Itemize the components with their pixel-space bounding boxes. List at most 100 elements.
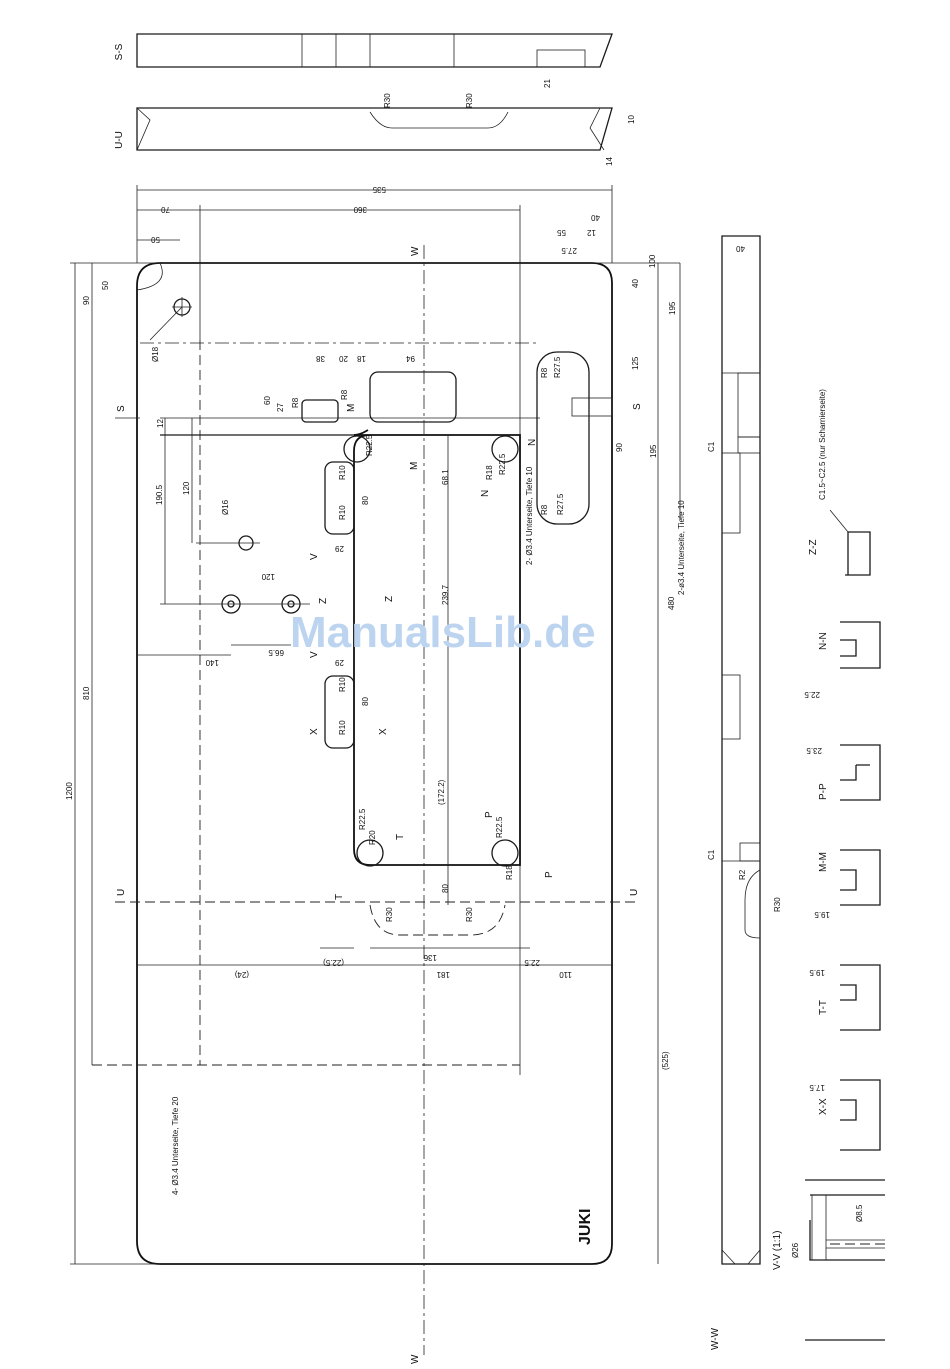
dim-80a: 80 xyxy=(361,496,370,505)
section-p-p: P-P 23.5 xyxy=(806,744,881,801)
marker-x-a: X xyxy=(309,728,320,735)
dim-190-5: 190.5 xyxy=(155,484,164,505)
section-m-m: M-M 19.5 xyxy=(814,849,881,919)
marker-u-left: U xyxy=(116,889,127,896)
dim-d18: Ø18 xyxy=(151,346,160,362)
dim-27: 27 xyxy=(276,403,285,412)
dim-r27-5a: R27.5 xyxy=(553,356,562,378)
dim-r30-plan-b: R30 xyxy=(465,907,474,922)
dim-18b: 18 xyxy=(357,354,366,363)
dim-172-2: (172.2) xyxy=(437,779,446,805)
dim-r30-plan-a: R30 xyxy=(385,907,394,922)
dim-r2-ww: R2 xyxy=(738,869,747,880)
dim-17-5-xx: 17.5 xyxy=(809,1083,825,1092)
dim-360: 360 xyxy=(353,205,367,214)
dim-r30-ww: R30 xyxy=(773,897,782,912)
table-top-plan: 535 360 70 50 1200 810 90 50 Ø18 xyxy=(65,185,686,1355)
dim-40a: 40 xyxy=(631,279,640,288)
dim-r10a: R10 xyxy=(338,465,347,480)
label-t-t: T-T xyxy=(818,1000,829,1015)
marker-n-a: N xyxy=(527,439,538,446)
dim-r8b: R8 xyxy=(340,389,349,400)
dim-r10d: R10 xyxy=(338,720,347,735)
dim-80b: 80 xyxy=(361,697,370,706)
dim-1200: 1200 xyxy=(65,782,74,800)
dim-70: 70 xyxy=(161,205,170,214)
dim-50a: 50 xyxy=(151,235,160,244)
dim-r22-5d: R22.5 xyxy=(365,434,374,456)
dim-80c: 80 xyxy=(441,884,450,893)
marker-t-b: T xyxy=(334,894,345,900)
marker-z-b: Z xyxy=(384,596,395,602)
marker-u-right: U xyxy=(629,889,640,896)
marker-p-a: P xyxy=(484,811,495,818)
dim-12: 12 xyxy=(587,228,596,237)
watermark: ManualsLib.de xyxy=(290,608,596,657)
dim-40-ww: 40 xyxy=(736,244,745,253)
dim-c1-b: C1 xyxy=(707,849,716,860)
section-v-v: V-V (1:1) Ø26 Ø8.5 xyxy=(772,1179,885,1341)
note-bottom-holes: 4- Ø3.4 Unterseite, Tiefe 20 xyxy=(171,1096,180,1195)
label-p-p: P-P xyxy=(818,783,829,800)
dim-136: 136 xyxy=(423,953,437,962)
dim-r8d: R8 xyxy=(540,504,549,515)
dim-19-5-tt: 19.5 xyxy=(809,968,825,977)
dim-r10c: R10 xyxy=(338,677,347,692)
dim-29a: 29 xyxy=(335,544,344,553)
dim-239-7: 239.7 xyxy=(441,584,450,605)
marker-m-a: M xyxy=(346,404,357,412)
dim-r30-top-b: R30 xyxy=(465,93,474,108)
dim-195b: 195 xyxy=(649,444,658,458)
dim-r8a: R8 xyxy=(291,397,300,408)
dim-90: 90 xyxy=(82,296,91,305)
label-v-v: V-V (1:1) xyxy=(772,1231,783,1270)
dim-24: (24) xyxy=(234,970,249,979)
dim-14-uu: 14 xyxy=(605,157,614,166)
dim-22-5b: 22.5 xyxy=(524,958,540,967)
marker-s-left: S xyxy=(116,405,127,412)
marker-w-top: W xyxy=(410,246,421,256)
section-t-t: T-T 19.5 xyxy=(809,964,881,1031)
dim-40b: 40 xyxy=(591,213,600,222)
dim-r30-top: R30 xyxy=(383,93,392,108)
marker-p-b: P xyxy=(544,871,555,878)
dim-d8-5: Ø8.5 xyxy=(855,1204,864,1222)
dim-68-1: 68.1 xyxy=(441,469,450,485)
dim-140: 140 xyxy=(205,658,219,667)
section-markers: W W S S U U M M N N P P T T X X V V Z Z xyxy=(115,246,643,1364)
dim-22-5a: (22.5) xyxy=(323,958,344,967)
dim-66-5: 66.5 xyxy=(268,648,284,657)
dim-r20: R20 xyxy=(368,830,377,845)
dim-50b: 50 xyxy=(101,281,110,290)
marker-s-right: S xyxy=(632,403,643,410)
dim-d26: Ø26 xyxy=(791,1242,800,1258)
label-m-m: M-M xyxy=(818,852,829,872)
note-holes-10: 2- Ø3.4 Unterseite, Tiefe 10 xyxy=(525,466,534,565)
dim-29b: 29 xyxy=(335,658,344,667)
dim-480: 480 xyxy=(667,596,676,610)
dim-38: 38 xyxy=(316,354,325,363)
marker-x-b: X xyxy=(378,728,389,735)
dim-110: 110 xyxy=(559,970,572,979)
label-z-z: Z-Z xyxy=(808,539,819,555)
section-s-s: S-S 21 xyxy=(114,33,613,88)
dim-535: 535 xyxy=(372,185,386,194)
dim-19-5-mm: 19.5 xyxy=(814,910,830,919)
marker-n-b: N xyxy=(480,490,491,497)
dim-21: 21 xyxy=(543,79,552,88)
section-z-z: Z-Z C1.5~C2.5 (nur Scharnierseite) xyxy=(808,389,871,576)
dim-181: 181 xyxy=(436,970,450,979)
dim-90b: 90 xyxy=(615,443,624,452)
dim-100: 100 xyxy=(648,254,657,268)
juki-logo: JUKI xyxy=(577,1209,594,1245)
dim-22-5-nn: 22.5 xyxy=(804,690,820,699)
dim-120b: 120 xyxy=(261,572,275,581)
section-u-u: U-U R30 R30 10 14 xyxy=(114,93,636,166)
note-hinge: C1.5~C2.5 (nur Scharnierseite) xyxy=(818,389,827,500)
dim-125: 125 xyxy=(631,356,640,370)
dim-r10b: R10 xyxy=(338,505,347,520)
label-w-w: W-W xyxy=(710,1327,721,1350)
dim-d16: Ø16 xyxy=(221,499,230,515)
dim-120a: 120 xyxy=(182,481,191,495)
